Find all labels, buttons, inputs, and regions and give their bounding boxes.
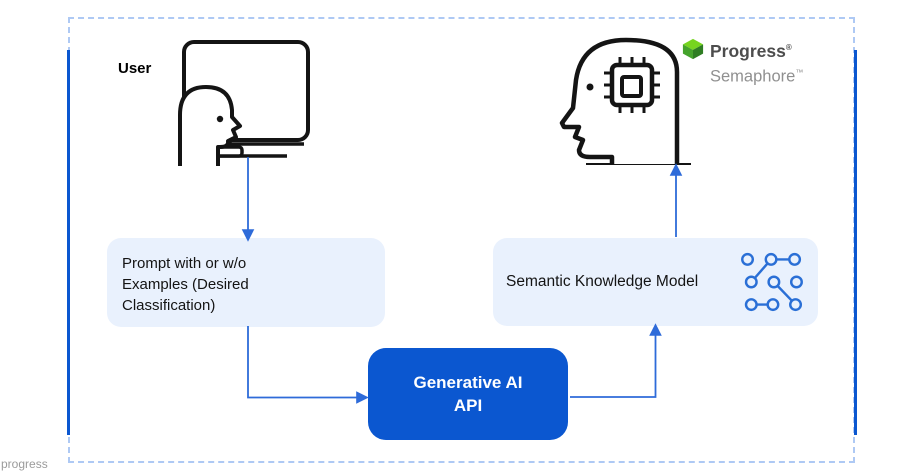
person-at-computer-icon xyxy=(178,40,310,166)
head-with-chip-icon xyxy=(559,37,691,165)
semantic-box-label: Semantic Knowledge Model xyxy=(506,273,699,290)
genai-box-line2: API xyxy=(453,396,483,415)
logo-product-text: Semaphore™ xyxy=(710,67,804,86)
prompt-box: Prompt with or w/o Examples (Desired Cla… xyxy=(107,238,385,327)
left-edge-line xyxy=(67,50,70,435)
genai-box-line1: Generative AI xyxy=(413,373,523,392)
prompt-box-line2: Examples (Desired xyxy=(122,276,249,293)
network-graph-icon xyxy=(741,252,803,312)
watermark-text: progress xyxy=(1,457,48,471)
progress-logo-icon xyxy=(682,38,704,60)
generative-ai-api-box: Generative AI API xyxy=(368,348,568,440)
prompt-box-line1: Prompt with or w/o xyxy=(122,255,247,272)
user-label: User xyxy=(118,60,152,77)
prompt-box-line3: Classification) xyxy=(122,297,216,314)
logo-brand-text: Progress® xyxy=(710,40,792,61)
semantic-knowledge-model-box: Semantic Knowledge Model xyxy=(493,238,818,326)
progress-semaphore-logo: Progress® Semaphore™ xyxy=(682,38,803,86)
right-edge-line xyxy=(854,50,857,435)
